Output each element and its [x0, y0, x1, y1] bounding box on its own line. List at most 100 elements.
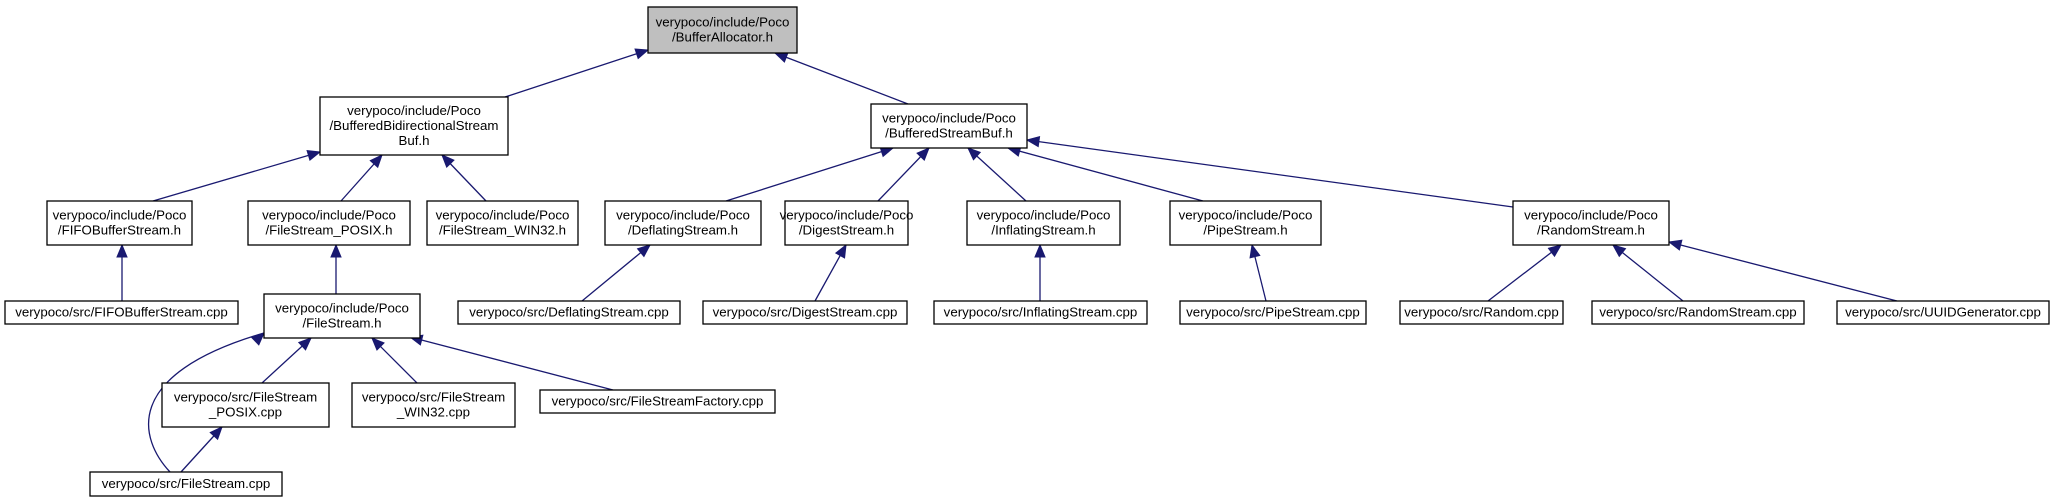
edge-fsfactcpp-to-fsh: [408, 334, 614, 391]
arrowhead-icon: [371, 337, 385, 351]
edge-deflh-to-bsb: [725, 146, 895, 202]
node-box: [319, 96, 509, 156]
node-label-line: verypoco/src/DeflatingStream.cpp: [469, 305, 669, 320]
node-bidi[interactable]: verypoco/include/Poco/BufferedBidirectio…: [319, 96, 509, 156]
node-label-line: verypoco/include/Poco: [780, 208, 914, 223]
node-label-line: /InflatingStream.h: [991, 223, 1095, 238]
node-label-line: verypoco/include/Poco: [977, 208, 1111, 223]
edge-line: [152, 151, 321, 202]
node-randh[interactable]: verypoco/include/Poco/RandomStream.h: [1512, 200, 1670, 246]
node-inflh[interactable]: verypoco/include/Poco/InflatingStream.h: [966, 200, 1121, 246]
node-box: [89, 471, 283, 497]
node-fscpp[interactable]: verypoco/src/FileStream.cpp: [89, 471, 283, 497]
node-randcpp[interactable]: verypoco/src/Random.cpp: [1399, 300, 1564, 325]
edge-bsb-to-root: [773, 52, 909, 105]
edge-fifoh-to-bidi: [152, 150, 322, 202]
node-label-line: /DigestStream.h: [799, 223, 894, 238]
node-bsb[interactable]: verypoco/include/Poco/BufferedStreamBuf.…: [870, 103, 1028, 149]
node-uuidcpp[interactable]: verypoco/src/UUIDGenerator.cpp: [1836, 300, 2050, 325]
node-box: [647, 6, 798, 54]
node-inflcpp[interactable]: verypoco/src/InflatingStream.cpp: [933, 300, 1148, 325]
node-box: [4, 300, 239, 325]
edge-line: [1487, 244, 1562, 302]
arrowhead-icon: [369, 154, 383, 169]
arrowhead-icon: [441, 154, 455, 169]
node-deflh[interactable]: verypoco/include/Poco/DeflatingStream.h: [604, 200, 762, 246]
node-label-line: /BufferedBidirectionalStream: [329, 118, 498, 133]
node-box: [966, 200, 1121, 246]
node-pipeh[interactable]: verypoco/include/Poco/PipeStream.h: [1169, 200, 1322, 246]
edge-line: [967, 147, 1027, 202]
node-label-line: verypoco/include/Poco: [436, 208, 570, 223]
arrowhead-icon: [116, 243, 128, 258]
arrowhead-icon: [1547, 244, 1563, 258]
node-fswin32cpp[interactable]: verypoco/src/FileStream_WIN32.cpp: [351, 382, 516, 428]
arrowhead-icon: [209, 426, 223, 441]
edge-fswin32cpp-to-fsh: [371, 337, 418, 384]
arrowhead-icon: [916, 147, 930, 161]
edge-line: [1612, 244, 1684, 302]
node-label-line: verypoco/include/Poco: [882, 111, 1016, 126]
edge-line: [774, 52, 909, 105]
node-fsh[interactable]: verypoco/include/Poco/FileStream.h: [263, 293, 421, 339]
node-box: [1399, 300, 1564, 325]
edge-uuidcpp-to-randh: [1667, 239, 1898, 302]
node-fifocpp[interactable]: verypoco/src/FIFOBufferStream.cpp: [4, 300, 239, 325]
node-box: [457, 300, 681, 325]
edge-line: [504, 49, 649, 98]
node-box: [1836, 300, 2050, 325]
node-label-line: verypoco/src/Random.cpp: [1404, 305, 1558, 320]
edge-line: [725, 147, 894, 202]
edge-digh-to-bsb: [877, 147, 930, 202]
edge-line: [1007, 147, 1204, 202]
arrowhead-icon: [1025, 136, 1041, 148]
node-label-line: verypoco/include/Poco: [347, 103, 481, 118]
edge-fswin32h-to-bidi: [441, 154, 487, 202]
edge-inflcpp-to-inflh: [1034, 243, 1046, 301]
edge-digcpp-to-digh: [814, 243, 847, 302]
edge-fscpp-to-fsposixcpp: [180, 426, 223, 473]
node-label-line: verypoco/src/FileStream: [362, 390, 505, 405]
node-label-line: verypoco/src/UUIDGenerator.cpp: [1845, 305, 2041, 320]
node-label-line: verypoco/include/Poco: [262, 208, 396, 223]
node-deflcpp[interactable]: verypoco/src/DeflatingStream.cpp: [457, 300, 681, 325]
edge-fsposixcpp-to-fsh: [261, 337, 312, 384]
node-label-line: /FileStream_POSIX.h: [265, 223, 392, 238]
edge-pipeh-to-bsb: [1006, 145, 1204, 202]
node-fsposixh[interactable]: verypoco/include/Poco/FileStream_POSIX.h: [247, 200, 411, 246]
node-fsposixcpp[interactable]: verypoco/src/FileStream_POSIX.cpp: [161, 382, 330, 428]
edge-fsh-to-fsposixh: [330, 243, 342, 294]
arrowhead-icon: [967, 147, 982, 161]
node-digcpp[interactable]: verypoco/src/DigestStream.cpp: [702, 300, 908, 325]
edge-bidi-to-root: [504, 48, 650, 98]
node-box: [351, 382, 516, 428]
node-fifoh[interactable]: verypoco/include/Poco/FIFOBufferStream.h: [46, 200, 193, 246]
node-label-line: _POSIX.cpp: [208, 405, 282, 420]
node-label-line: _WIN32.cpp: [396, 405, 470, 420]
node-root[interactable]: verypoco/include/Poco/BufferAllocator.h: [647, 6, 798, 54]
node-digh[interactable]: verypoco/include/Poco/DigestStream.h: [780, 200, 914, 246]
node-label-line: /PipeStream.h: [1203, 223, 1287, 238]
nodes-layer: verypoco/include/Poco/BufferAllocator.hv…: [4, 6, 2050, 497]
node-label-line: verypoco/src/DigestStream.cpp: [713, 305, 898, 320]
node-label-line: verypoco/include/Poco: [1524, 208, 1658, 223]
arrowhead-icon: [297, 337, 312, 351]
node-fswin32h[interactable]: verypoco/include/Poco/FileStream_WIN32.h: [426, 200, 579, 246]
node-label-line: verypoco/src/RandomStream.cpp: [1599, 305, 1796, 320]
node-label-line: /FileStream_WIN32.h: [439, 223, 566, 238]
node-label-line: verypoco/include/Poco: [616, 208, 750, 223]
node-randscpp[interactable]: verypoco/src/RandomStream.cpp: [1591, 300, 1805, 325]
node-label-line: verypoco/include/Poco: [656, 15, 790, 30]
node-label-line: /RandomStream.h: [1537, 223, 1645, 238]
node-fsfactcpp[interactable]: verypoco/src/FileStreamFactory.cpp: [539, 389, 776, 414]
node-label-line: verypoco/src/PipeStream.cpp: [1186, 305, 1360, 320]
node-box: [604, 200, 762, 246]
node-pipecpp[interactable]: verypoco/src/PipeStream.cpp: [1179, 300, 1367, 325]
arrowhead-icon: [250, 332, 265, 346]
arrowhead-icon: [834, 243, 847, 259]
node-label-line: /BufferedStreamBuf.h: [885, 126, 1013, 141]
node-box: [1179, 300, 1367, 325]
edge-line: [409, 336, 614, 391]
node-box: [1512, 200, 1670, 246]
